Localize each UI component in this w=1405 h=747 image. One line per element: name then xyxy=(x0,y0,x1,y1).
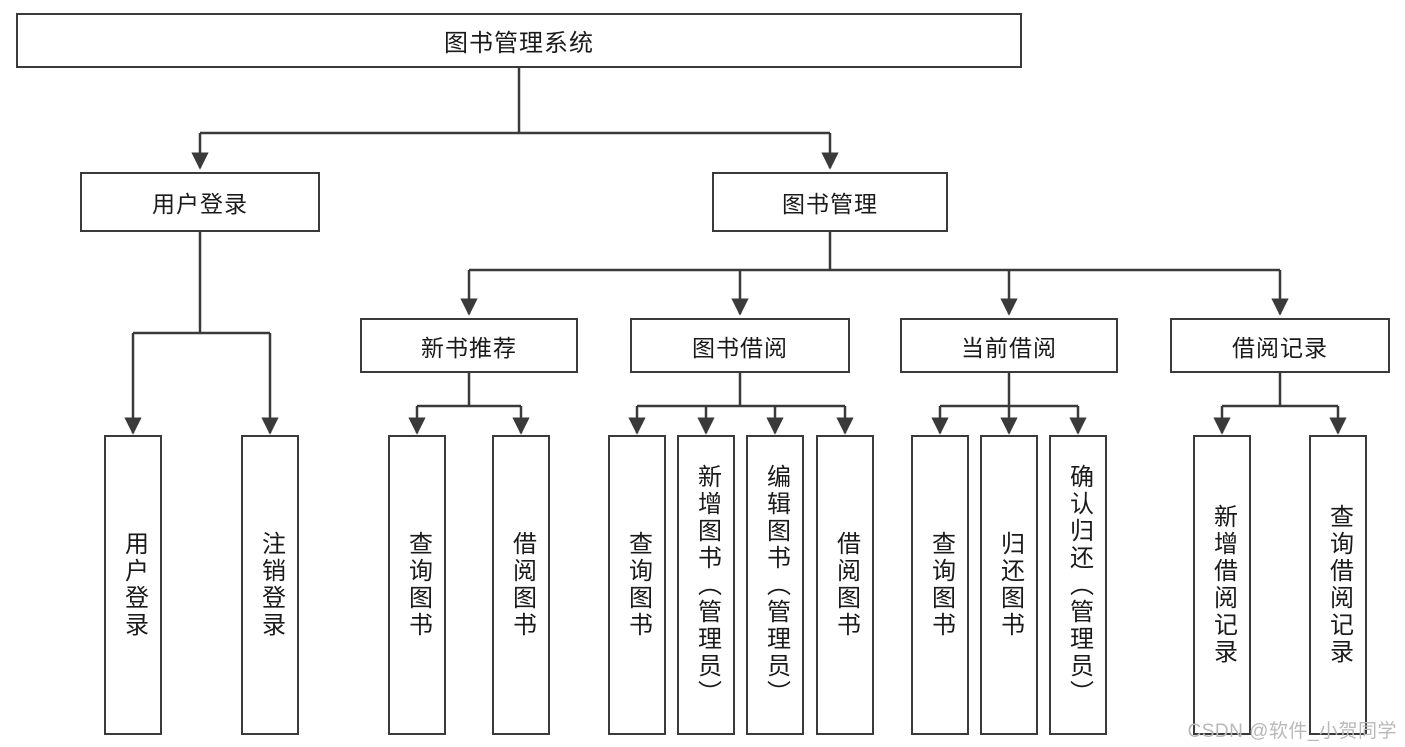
node-borrow-record-label: 借阅记录 xyxy=(1232,334,1328,361)
leaf-borrow-record-query-record[interactable]: 查询借阅记录 xyxy=(1309,435,1367,735)
node-root-book-management-system[interactable]: 图书管理系统 xyxy=(16,13,1022,68)
leaf-user-login-logout[interactable]: 注销登录 xyxy=(241,435,299,735)
leaf-current-borrow-query-book[interactable]: 查询图书 xyxy=(911,435,969,735)
leaf-label: 新增图书（管理员） xyxy=(693,463,721,707)
leaf-label: 查询图书 xyxy=(624,531,652,639)
leaf-label: 查询借阅记录 xyxy=(1325,504,1353,666)
leaf-current-borrow-confirm-return-admin[interactable]: 确认归还（管理员） xyxy=(1049,435,1107,735)
leaf-user-login-login[interactable]: 用户登录 xyxy=(104,435,162,735)
node-root-label: 图书管理系统 xyxy=(444,30,594,57)
node-book-management[interactable]: 图书管理 xyxy=(712,172,948,232)
leaf-book-borrow-edit-book-admin[interactable]: 编辑图书（管理员） xyxy=(746,435,804,735)
node-user-login-label: 用户登录 xyxy=(152,191,248,217)
node-new-book-recommend[interactable]: 新书推荐 xyxy=(360,318,578,373)
node-borrow-record[interactable]: 借阅记录 xyxy=(1170,318,1390,373)
leaf-label: 新增借阅记录 xyxy=(1209,504,1237,666)
node-current-borrow[interactable]: 当前借阅 xyxy=(900,318,1118,373)
node-current-borrow-label: 当前借阅 xyxy=(961,334,1057,361)
leaf-new-book-query-book[interactable]: 查询图书 xyxy=(388,435,446,735)
leaf-book-borrow-borrow-book[interactable]: 借阅图书 xyxy=(816,435,874,735)
leaf-label: 注销登录 xyxy=(257,531,285,639)
node-new-book-recommend-label: 新书推荐 xyxy=(421,334,517,361)
leaf-label: 借阅图书 xyxy=(832,531,860,639)
leaf-new-book-borrow-book[interactable]: 借阅图书 xyxy=(492,435,550,735)
leaf-label: 查询图书 xyxy=(927,531,955,639)
leaf-label: 查询图书 xyxy=(404,531,432,639)
node-user-login[interactable]: 用户登录 xyxy=(80,172,320,232)
node-book-management-label: 图书管理 xyxy=(782,191,878,217)
leaf-current-borrow-return-book[interactable]: 归还图书 xyxy=(980,435,1038,735)
leaf-borrow-record-add-record[interactable]: 新增借阅记录 xyxy=(1193,435,1251,735)
leaf-label: 确认归还（管理员） xyxy=(1065,463,1093,707)
leaf-label: 编辑图书（管理员） xyxy=(762,463,790,707)
leaf-book-borrow-add-book-admin[interactable]: 新增图书（管理员） xyxy=(677,435,735,735)
leaf-label: 用户登录 xyxy=(120,531,148,639)
leaf-label: 归还图书 xyxy=(996,531,1024,639)
leaf-book-borrow-query-book[interactable]: 查询图书 xyxy=(608,435,666,735)
leaf-label: 借阅图书 xyxy=(508,531,536,639)
node-book-borrow-label: 图书借阅 xyxy=(692,334,788,361)
node-book-borrow[interactable]: 图书借阅 xyxy=(630,318,850,373)
